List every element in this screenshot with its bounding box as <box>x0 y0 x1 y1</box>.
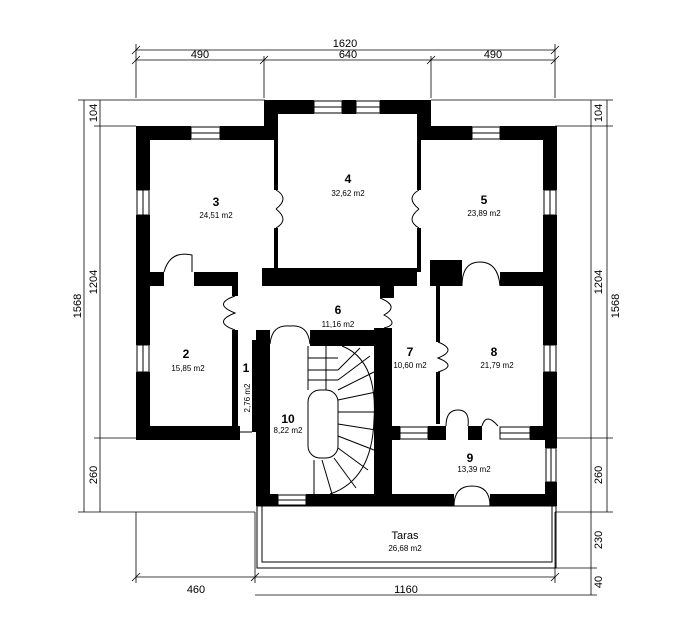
room-labels: 3 24,51 m2 4 32,62 m2 5 23,89 m2 6 11,16… <box>171 172 514 553</box>
room-9-area: 13,39 m2 <box>457 465 491 474</box>
dim-top-mid: 640 <box>339 49 357 61</box>
windows <box>136 100 557 506</box>
dim-left-c: 260 <box>88 466 100 484</box>
room-5-area: 23,89 m2 <box>467 209 501 218</box>
room-2-area: 15,85 m2 <box>171 364 205 373</box>
room-8-area: 21,79 m2 <box>480 361 514 370</box>
room-10-area: 8,22 m2 <box>274 426 303 435</box>
room-8-number: 8 <box>491 345 498 359</box>
dim-right-e: 40 <box>593 576 605 588</box>
right-dimensions: 104 1204 1568 260 230 40 <box>255 99 622 596</box>
terrace <box>256 505 557 569</box>
terrace-name: Taras <box>392 530 419 542</box>
room-3-number: 3 <box>213 195 220 209</box>
staircase <box>307 345 377 495</box>
dim-right-c: 260 <box>593 466 605 484</box>
room-7-area: 10,60 m2 <box>393 361 427 370</box>
room-4-area: 32,62 m2 <box>331 189 365 198</box>
dim-right-total: 1568 <box>610 294 622 318</box>
room-7-number: 7 <box>407 345 414 359</box>
room-1-area: 2,76 m2 <box>243 383 252 412</box>
walls <box>136 100 557 506</box>
room-6-number: 6 <box>335 303 342 317</box>
dim-left-total: 1568 <box>72 294 84 318</box>
dim-right-b: 1204 <box>593 270 605 294</box>
room-4-number: 4 <box>345 172 352 186</box>
room-2-number: 2 <box>183 347 190 361</box>
room-5-number: 5 <box>481 193 488 207</box>
terrace-area: 26,68 m2 <box>388 544 422 553</box>
room-3-area: 24,51 m2 <box>199 211 233 220</box>
dim-bottom-right: 1160 <box>394 584 418 596</box>
dim-top-left: 490 <box>191 49 209 61</box>
dim-top-right: 490 <box>484 49 502 61</box>
dim-left-b: 1204 <box>88 270 100 294</box>
left-dimensions: 1568 104 1204 260 <box>72 99 265 513</box>
dim-top-total: 1620 <box>333 38 357 50</box>
top-dimensions: 1620 490 640 490 <box>131 38 560 98</box>
room-10-number: 10 <box>281 412 295 426</box>
bottom-dimensions: 460 1160 <box>131 512 560 596</box>
dim-right-a: 104 <box>593 104 605 122</box>
dim-left-a: 104 <box>88 104 100 122</box>
room-9-number: 9 <box>467 451 474 465</box>
room-1-number: 1 <box>243 361 250 375</box>
room-6-area: 11,16 m2 <box>322 320 355 329</box>
doors <box>163 189 501 507</box>
dim-right-d: 230 <box>593 531 605 549</box>
dim-bottom-left: 460 <box>187 584 205 596</box>
